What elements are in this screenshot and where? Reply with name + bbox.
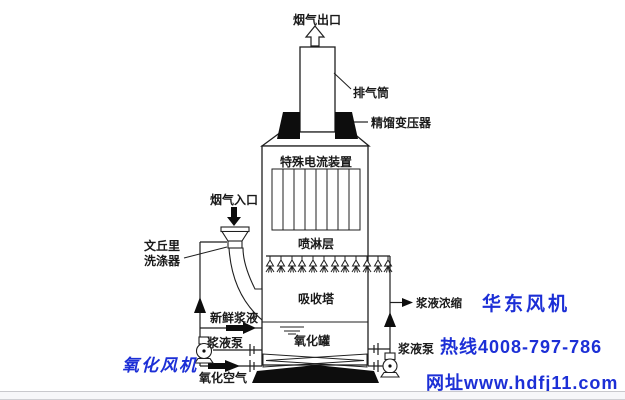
left-slurry-pump-label: 浆液泵	[206, 335, 243, 350]
slurry-concentration-label: 浆液浓缩	[416, 296, 462, 310]
rectifier-transformer-label: 精馏变压器	[371, 115, 432, 130]
special-current-device-label: 特殊电流装置	[280, 154, 352, 169]
absorption-tower-label: 吸收塔	[298, 291, 335, 306]
fresh-slurry-arrow-icon	[226, 322, 256, 334]
slurry-up-arrow-icon	[194, 297, 206, 313]
foundation-slab-shape	[252, 365, 379, 383]
flue-gas-outlet-label: 烟气出口	[293, 12, 341, 27]
brand-website-text: 网址www.hdfj11.com	[426, 373, 618, 393]
left-slurry-pump-icon	[193, 336, 215, 364]
tank-bottom-bracing	[262, 353, 368, 368]
brand-hotline-text: 热线4008-797-786	[440, 336, 602, 357]
concentrate-arrow-icon	[402, 298, 413, 307]
oxidation-tank-label: 氧化罐	[293, 333, 330, 348]
right-piping	[368, 256, 403, 372]
exhaust-stack-pointer-line	[333, 72, 352, 90]
flue-gas-outlet-arrow-icon	[304, 25, 326, 47]
liquid-level-icon	[262, 321, 368, 335]
venturi-scrubber-shape	[220, 226, 250, 249]
fresh-slurry-label: 新鲜浆液	[210, 310, 258, 325]
oxidation-fan-label: 氧化风机	[122, 356, 198, 375]
venturi-pointer-line	[183, 246, 228, 259]
flue-gas-inlet-label: 烟气入口	[210, 192, 258, 207]
riser-up-arrow-icon	[384, 312, 396, 327]
electrode-grid	[271, 168, 361, 231]
venturi-scrubber-label-line1: 文丘里	[144, 238, 180, 253]
oxidation-air-arrow-icon	[208, 360, 240, 372]
right-slurry-pump-label: 浆液泵	[397, 341, 434, 356]
brand-company-text: 华东风机	[482, 292, 570, 315]
exhaust-stack-shape	[299, 46, 336, 133]
venturi-duct-shape	[228, 247, 263, 322]
transformer-block-left	[277, 112, 300, 139]
spray-layer-label: 喷淋层	[298, 236, 334, 251]
exhaust-stack-label: 排气筒	[353, 85, 389, 100]
window-bottom-edge	[0, 391, 625, 400]
right-slurry-pump-icon	[379, 352, 401, 378]
venturi-scrubber-label-line2: 洗涤器	[144, 253, 181, 268]
flue-gas-inlet-arrow-icon	[227, 207, 241, 226]
oxidation-air-label: 氧化空气	[198, 370, 247, 385]
transformer-block-right	[335, 112, 358, 139]
